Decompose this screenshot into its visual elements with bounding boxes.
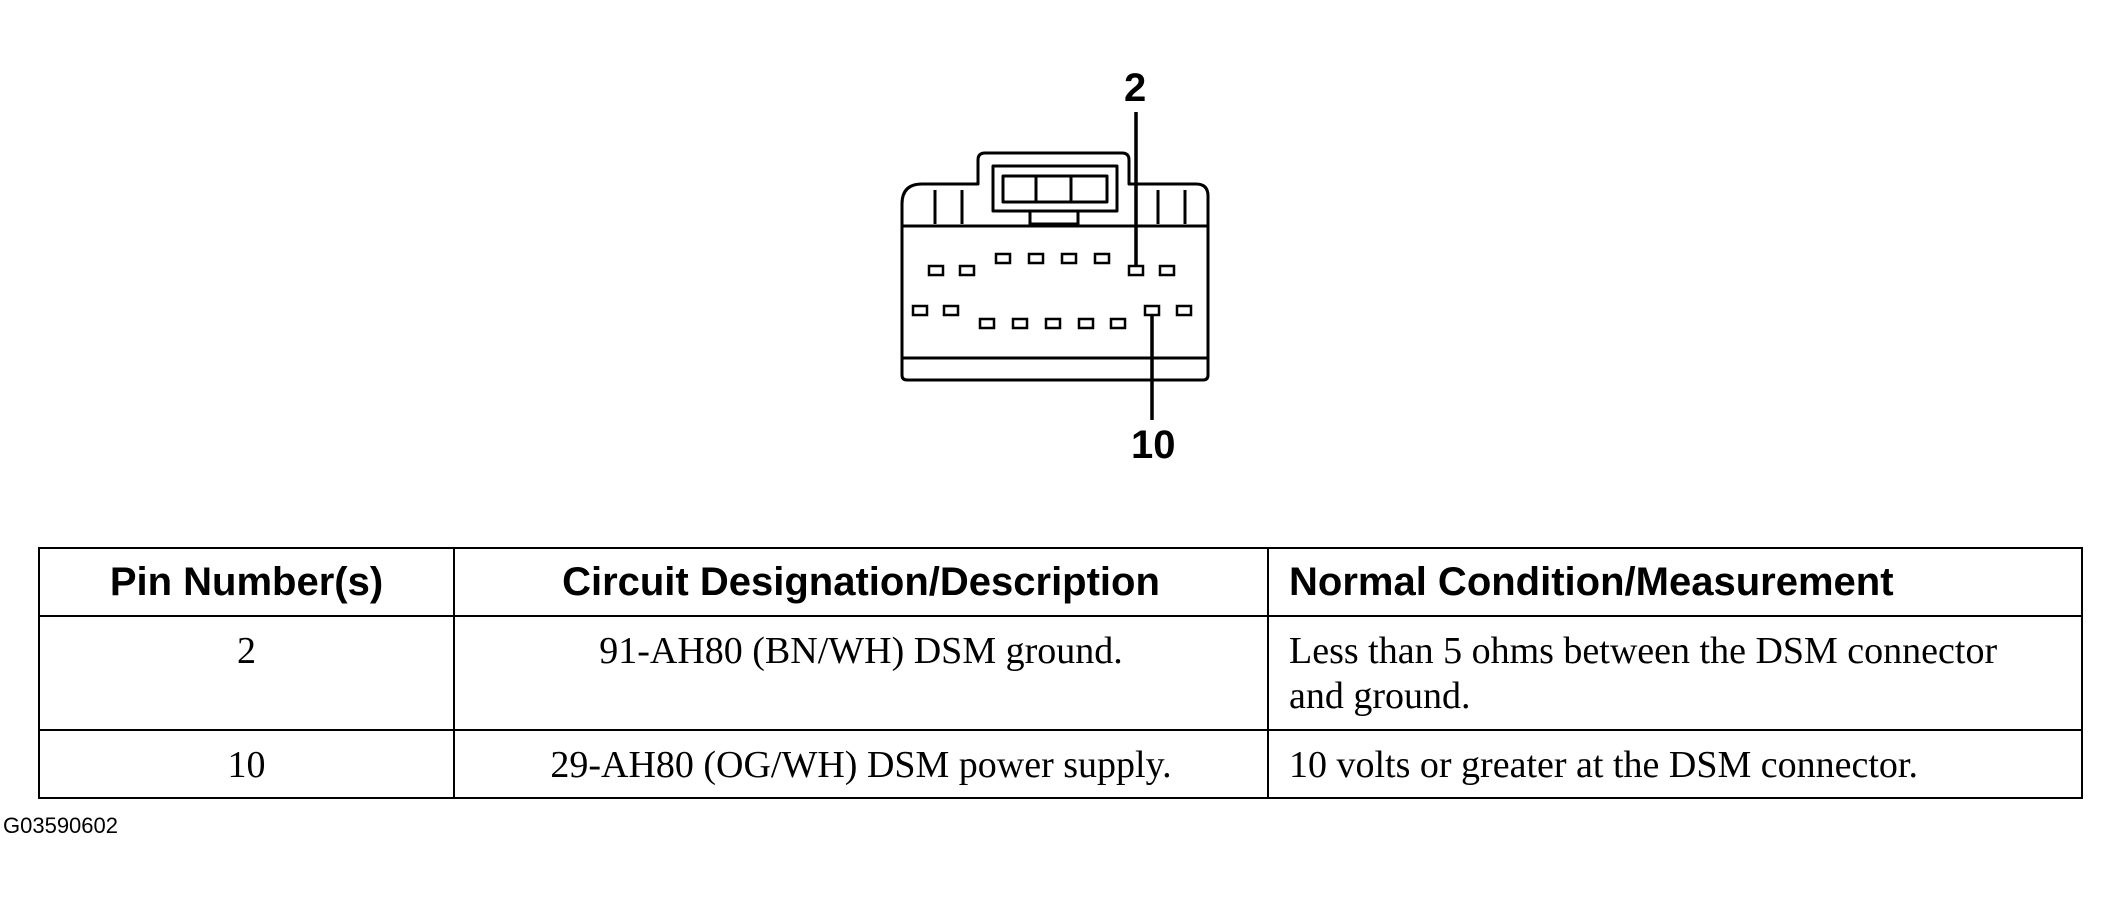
header-circuit: Circuit Designation/Description <box>453 547 1269 617</box>
table-row: 2 91-AH80 (BN/WH) DSM ground. Less than … <box>38 615 2083 731</box>
terminal-row-top <box>927 252 1176 277</box>
terminal-cavity <box>958 264 976 277</box>
terminal-cavity-pin-2 <box>1127 264 1145 277</box>
terminal-cavity <box>1109 317 1127 330</box>
cell-condition: Less than 5 ohms between the DSM connect… <box>1267 615 2083 731</box>
terminal-cavity <box>911 304 929 317</box>
terminal-cavity <box>927 264 945 277</box>
terminal-cavity <box>1044 317 1062 330</box>
cell-pin: 2 <box>38 615 455 731</box>
table-header-row: Pin Number(s) Circuit Designation/Descri… <box>38 547 2083 617</box>
latch-inner <box>1001 174 1109 204</box>
callout-pin-10: 10 <box>1131 423 1176 467</box>
callout-pin-2: 2 <box>1124 66 1147 110</box>
terminal-row-bottom <box>911 304 1193 330</box>
terminal-cavity <box>942 304 960 317</box>
header-pin-number: Pin Number(s) <box>38 547 455 617</box>
cell-circuit: 91-AH80 (BN/WH) DSM ground. <box>453 615 1269 731</box>
terminal-cavity <box>1158 264 1176 277</box>
terminal-cavity <box>978 317 996 330</box>
table-row: 10 29-AH80 (OG/WH) DSM power supply. 10 … <box>38 728 2083 800</box>
terminal-cavity <box>994 252 1012 265</box>
header-condition: Normal Condition/Measurement <box>1267 547 2083 617</box>
latch-outer <box>991 164 1119 213</box>
connector-body <box>900 151 1210 382</box>
pin-table: Pin Number(s) Circuit Designation/Descri… <box>38 547 2083 800</box>
terminal-cavity <box>1077 317 1095 330</box>
terminal-cavity <box>1011 317 1029 330</box>
latch-stem <box>1028 211 1080 226</box>
terminal-cavity <box>1175 304 1193 317</box>
terminal-cavity <box>1093 252 1111 265</box>
terminal-cavity-pin-10 <box>1143 304 1161 317</box>
cell-pin: 10 <box>38 728 455 800</box>
terminal-cavity <box>1060 252 1078 265</box>
cell-circuit: 29-AH80 (OG/WH) DSM power supply. <box>453 728 1269 800</box>
cell-condition: 10 volts or greater at the DSM connector… <box>1267 728 2083 800</box>
figure-id: G03590602 <box>3 813 118 838</box>
terminal-cavity <box>1027 252 1045 265</box>
